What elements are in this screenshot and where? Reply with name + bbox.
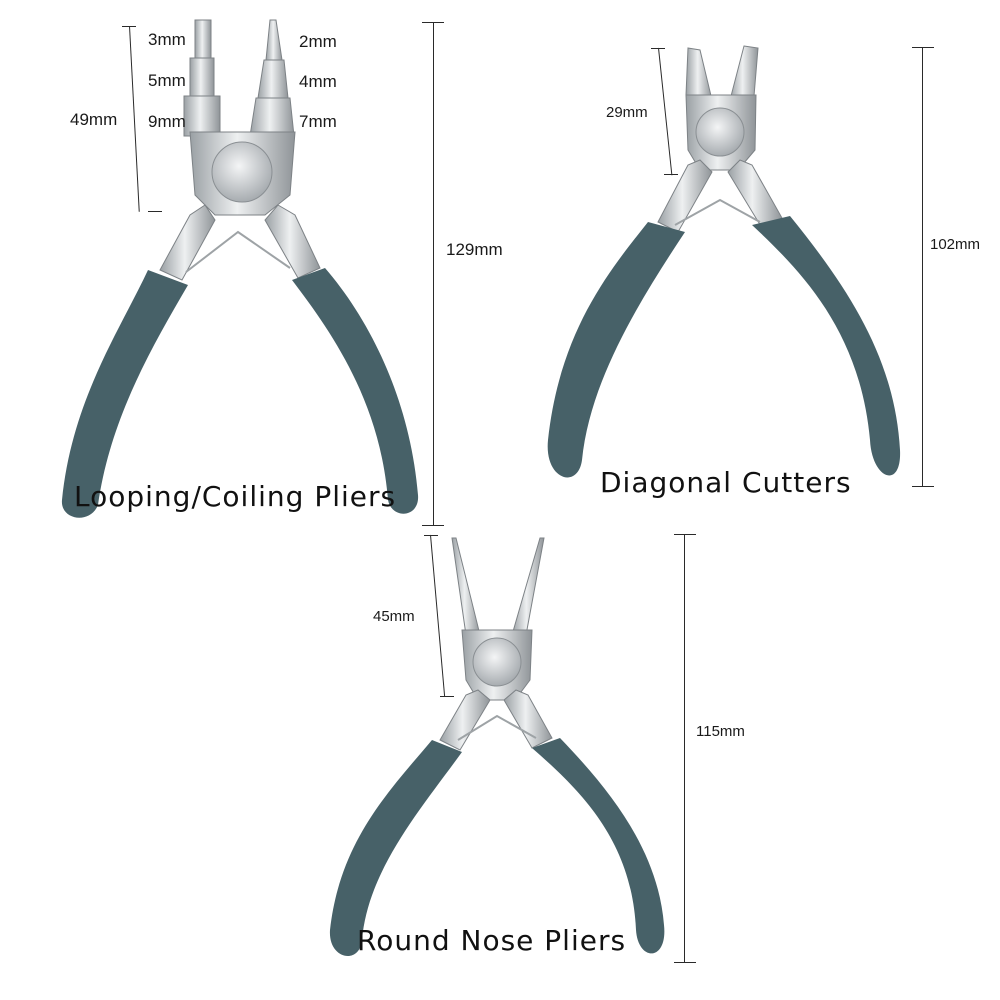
size-label-right-1: 2mm (299, 32, 337, 51)
jaw-length-label: 29mm (606, 104, 648, 121)
dimension-tick (912, 47, 934, 48)
looping-pliers-image (61, 19, 419, 518)
dimension-tick (664, 174, 678, 175)
size-label-right-3: 7mm (299, 112, 337, 131)
dimension-tick (674, 962, 696, 963)
total-length-label: 115mm (696, 723, 745, 740)
dimension-tick (440, 696, 454, 697)
dimension-tick (674, 534, 696, 535)
size-label-left-2: 5mm (148, 71, 186, 90)
jaw-length-label: 49mm (70, 110, 118, 129)
size-label-right-2: 4mm (299, 72, 337, 91)
round-nose-pliers-image (329, 537, 665, 957)
product-name-round-nose-pliers: Round Nose Pliers (357, 924, 627, 957)
size-label-left-3: 9mm (148, 112, 186, 131)
jaw-length-label: 45mm (373, 608, 415, 625)
dimension-line (922, 47, 923, 486)
dimension-tick (912, 486, 934, 487)
total-length-label: 102mm (930, 236, 981, 253)
size-label-left-1: 3mm (148, 30, 186, 49)
product-name-diagonal-cutters: Diagonal Cutters (600, 466, 852, 499)
dimension-line (684, 534, 685, 962)
product-name-looping-pliers: Looping/Coiling Pliers (74, 480, 397, 513)
dimension-tick (422, 525, 444, 526)
dimension-tick (148, 211, 162, 212)
dimension-line (433, 22, 434, 525)
total-length-label: 129mm (446, 240, 503, 259)
diagonal-cutters-image (547, 45, 901, 478)
